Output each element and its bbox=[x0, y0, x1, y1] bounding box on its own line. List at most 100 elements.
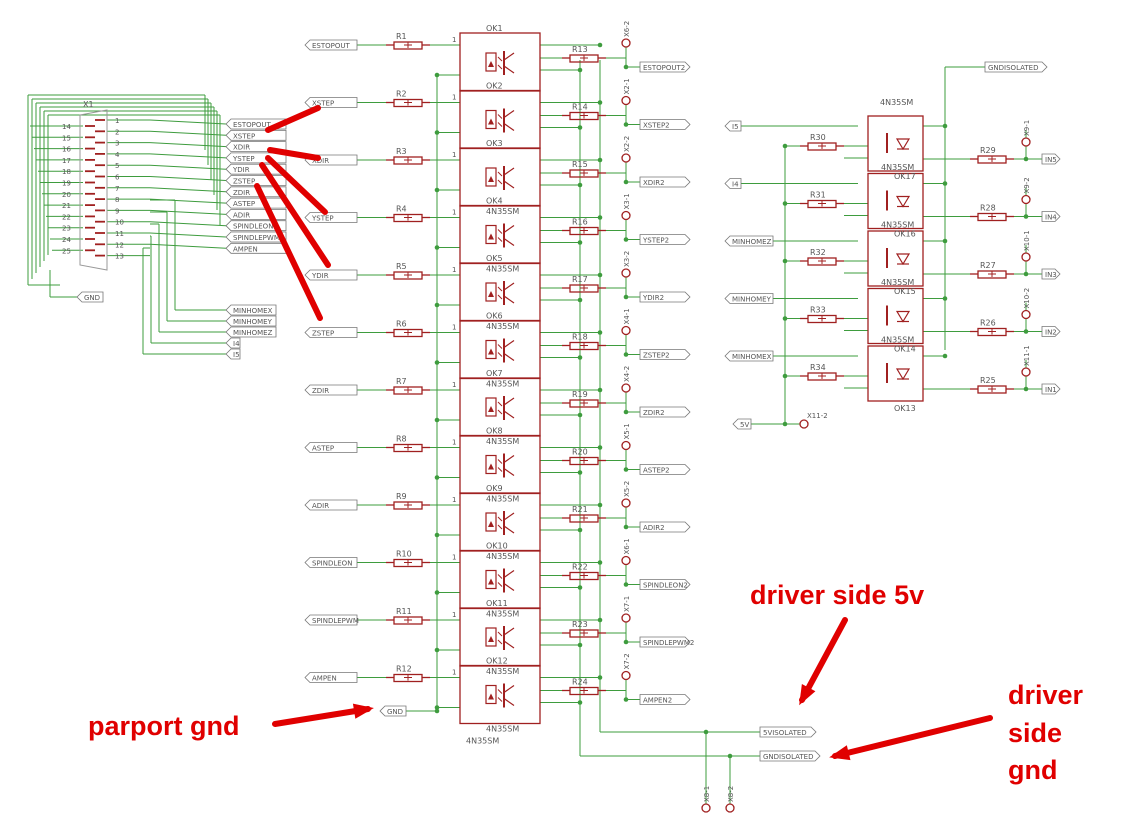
x1-net-YSTEP: YSTEP bbox=[232, 155, 255, 163]
out-OK2-led bbox=[485, 109, 497, 130]
in-out-IN3-flag bbox=[1041, 268, 1061, 280]
out-OK9-led-tri bbox=[488, 521, 494, 527]
in-in-I4: I4 bbox=[732, 181, 739, 189]
out-OK9-led bbox=[485, 512, 497, 532]
out-in-ADIR-flag bbox=[304, 499, 358, 511]
out-R20-name: R20 bbox=[572, 448, 588, 457]
iso-5v-label: 5VISOLATED bbox=[763, 729, 807, 737]
x1-net-YDIR-flag bbox=[225, 163, 287, 175]
wires-layer bbox=[27, 42, 1042, 804]
x1-home-MINHOMEZ-flag bbox=[225, 326, 277, 338]
out-conn-X7-2: X7-2 bbox=[623, 653, 631, 669]
x1-pin-left-20: 20 bbox=[62, 191, 71, 199]
junction-dot bbox=[1023, 386, 1029, 392]
out-in-SPINDLEPWM: SPINDLEPWM bbox=[312, 617, 359, 625]
wire bbox=[149, 164, 227, 170]
arrow-driver-5v bbox=[799, 617, 848, 703]
out-OK6-arrow bbox=[497, 344, 503, 349]
out-label-SPINDLEON2-flag bbox=[639, 579, 691, 590]
in-conn-X9-1: X9-1 bbox=[1023, 120, 1031, 136]
in-out-IN3: IN3 bbox=[1045, 271, 1057, 279]
out-OK8-led-tri bbox=[488, 463, 494, 470]
x1-net-SPINDLEON-flag bbox=[225, 220, 287, 232]
in-R32-name: R32 bbox=[810, 248, 826, 257]
x1-pin-right-4: 4 bbox=[115, 151, 120, 159]
x1-pin-right-7: 7 bbox=[115, 185, 119, 193]
out-OK7-transistor bbox=[503, 410, 515, 419]
out-OK3-name: OK3 bbox=[486, 139, 503, 148]
out-OK6-arrow bbox=[497, 352, 503, 357]
x1-pin-left-18: 18 bbox=[62, 168, 71, 176]
out-label-ESTOPOUT2-flag bbox=[639, 61, 691, 73]
out-OK12-type: 4N35SM bbox=[486, 725, 519, 734]
out-R5-name: R5 bbox=[396, 262, 407, 271]
out-OK3-led-tri bbox=[488, 176, 494, 182]
out-label-XDIR2-flag bbox=[639, 176, 691, 188]
out-in-YSTEP-flag bbox=[304, 212, 358, 223]
out-OK6-transistor bbox=[503, 353, 515, 361]
out-OK10-arrow bbox=[497, 574, 503, 579]
x1-pin-right-13: 13 bbox=[115, 253, 124, 261]
x1-pin-left-17: 17 bbox=[62, 157, 71, 165]
out-label-ASTEP2: ASTEP2 bbox=[643, 467, 670, 475]
in-OK14-type: 4N35SM bbox=[881, 336, 914, 345]
out-label-XSTEP2: XSTEP2 bbox=[643, 122, 670, 130]
out-OK5-arrow bbox=[497, 294, 503, 300]
out-OK12-arrow bbox=[497, 697, 503, 702]
out-OK7-transistor bbox=[503, 397, 515, 406]
out-OK1-led bbox=[485, 52, 497, 72]
x1-net-ADIR: ADIR bbox=[233, 211, 250, 219]
out-in-XSTEP: XSTEP bbox=[312, 100, 334, 108]
x1-home-I4-flag bbox=[225, 337, 241, 349]
out-label-ASTEP2-flag bbox=[639, 464, 691, 475]
out-OK8-type: 4N35SM bbox=[486, 495, 519, 504]
x1-net-XDIR: XDIR bbox=[233, 144, 250, 152]
out-OK4-led bbox=[485, 224, 497, 245]
junction-dot bbox=[577, 240, 583, 245]
junction-dot bbox=[597, 157, 603, 163]
out-conn-X5-2: X5-2 bbox=[623, 481, 631, 497]
in-opto-led bbox=[895, 253, 911, 266]
out-in-ADIR: ADIR bbox=[312, 502, 329, 510]
out-R24-name: R24 bbox=[572, 678, 588, 687]
out-R4-name: R4 bbox=[396, 205, 407, 214]
out-OK1-transistor bbox=[503, 52, 515, 61]
out-R22-name: R22 bbox=[572, 563, 588, 572]
x1-pin-left-23: 23 bbox=[62, 225, 71, 233]
x1-net-AMPEN: AMPEN bbox=[233, 245, 258, 253]
in-conn-x11-2-terminal bbox=[799, 419, 809, 429]
in-R25-name: R25 bbox=[980, 376, 996, 385]
junction-dot bbox=[597, 215, 603, 220]
pin-label: 1 bbox=[452, 266, 456, 274]
x1-pin-left-14: 14 bbox=[62, 123, 71, 131]
out-OK11-transistor bbox=[503, 640, 515, 649]
x1-net-SPINDLEPWM: SPINDLEPWM bbox=[233, 234, 280, 242]
in-in-MINHOMEZ-flag bbox=[724, 235, 774, 247]
out-in-SPINDLEON: SPINDLEON bbox=[312, 560, 352, 568]
out-conn-X3-2-terminal bbox=[621, 268, 631, 278]
out-OK4-transistor bbox=[503, 238, 515, 246]
junction-dot bbox=[434, 705, 440, 710]
junction-dot bbox=[1023, 329, 1029, 334]
wire bbox=[149, 243, 227, 249]
conn-x8-1-terminal bbox=[701, 803, 711, 813]
in-opto-3 bbox=[867, 287, 924, 345]
out-in-ZSTEP: ZSTEP bbox=[312, 330, 334, 338]
junction-dot bbox=[577, 182, 583, 188]
out-conn-X6-2: X6-2 bbox=[623, 21, 631, 37]
in-in-MINHOMEZ: MINHOMEZ bbox=[732, 238, 772, 246]
out-OK9-arrow bbox=[497, 516, 503, 522]
out-OK5-led-tri bbox=[488, 291, 494, 297]
junction-dot bbox=[434, 708, 440, 714]
junction-dot bbox=[782, 258, 788, 264]
in-gnd-iso-label-flag bbox=[984, 61, 1048, 73]
wire bbox=[149, 142, 227, 148]
in-OK15-type: 4N35SM bbox=[881, 278, 914, 287]
out-OK4-type: 4N35SM bbox=[486, 265, 519, 274]
out-conn-X3-1: X3-1 bbox=[623, 193, 631, 209]
out-R16-name: R16 bbox=[572, 218, 588, 227]
pin-label: 1 bbox=[452, 324, 456, 332]
x1-pin-left-16: 16 bbox=[62, 146, 71, 154]
junction-dot bbox=[577, 355, 583, 360]
